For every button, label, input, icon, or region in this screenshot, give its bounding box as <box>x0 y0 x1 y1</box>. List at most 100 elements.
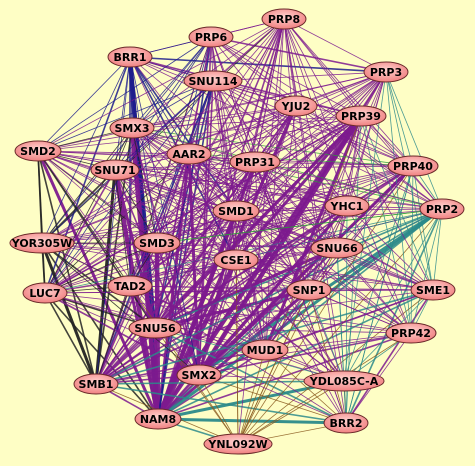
edge-PRP39-PRP31 <box>254 115 362 163</box>
node-SNP1[interactable]: SNP1 <box>286 279 332 301</box>
node-BRR1[interactable]: BRR1 <box>107 46 153 68</box>
edge-BRR1-SMB1 <box>95 56 131 385</box>
node-SNU66[interactable]: SNU66 <box>310 237 364 259</box>
node-ellipse[interactable] <box>213 249 259 271</box>
node-ellipse[interactable] <box>134 408 182 430</box>
node-SMX3[interactable]: SMX3 <box>109 117 155 139</box>
edge-PRP6-YHC1 <box>210 36 348 207</box>
node-ellipse[interactable] <box>410 279 456 301</box>
edge-PRP31-SNU56 <box>154 161 256 329</box>
edge-CSE1-MUD1 <box>235 259 266 351</box>
edge-PRP39-SME1 <box>360 115 434 291</box>
node-SMB1[interactable]: SMB1 <box>73 373 119 395</box>
node-label: SMD1 <box>218 205 254 218</box>
node-SME1[interactable]: SME1 <box>410 279 456 301</box>
node-TAD2[interactable]: TAD2 <box>107 275 153 297</box>
edge-AAR2-SME1 <box>188 153 434 291</box>
node-ellipse[interactable] <box>419 198 465 220</box>
node-ellipse[interactable] <box>90 159 140 181</box>
edge-PRP6-SNU71 <box>114 36 212 171</box>
edge-YHC1-SMB1 <box>95 205 348 385</box>
edge-TAD2-BRR2 <box>129 285 347 424</box>
node-ellipse[interactable] <box>109 117 155 139</box>
node-LUC7[interactable]: LUC7 <box>22 282 68 304</box>
node-ellipse[interactable] <box>188 26 234 48</box>
node-SMD1[interactable]: SMD1 <box>212 200 260 222</box>
node-ellipse[interactable] <box>261 8 307 30</box>
node-ellipse[interactable] <box>107 275 153 297</box>
edge-TAD2-SNP1 <box>129 285 310 291</box>
edge-SMX3-TAD2 <box>129 127 133 287</box>
edge-SMD1-MUD1 <box>235 210 266 351</box>
edge-YDL085C-A-YNL092W <box>237 380 345 445</box>
node-PRP40[interactable]: PRP40 <box>387 155 439 177</box>
node-PRP8[interactable]: PRP8 <box>261 8 307 30</box>
node-AAR2[interactable]: AAR2 <box>166 143 212 165</box>
node-ellipse[interactable] <box>363 61 409 83</box>
edge-PRP6-PRP39 <box>210 36 362 117</box>
node-label: TAD2 <box>114 280 146 293</box>
node-ellipse[interactable] <box>212 200 260 222</box>
node-ellipse[interactable] <box>176 364 222 386</box>
edge-PRP3-SMX3 <box>131 71 387 129</box>
node-YDL085C-A[interactable]: YDL085C-A <box>303 370 385 392</box>
edge-SNP1-PRP2 <box>308 208 443 291</box>
node-PRP42[interactable]: PRP42 <box>385 322 437 344</box>
node-SMX2[interactable]: SMX2 <box>176 364 222 386</box>
edge-PRP3-SME1 <box>385 71 434 291</box>
node-SNU71[interactable]: SNU71 <box>90 159 140 181</box>
nodes-layer: PRP8PRP6BRR1SNU114PRP3YJU2PRP39SMX3AAR2S… <box>9 8 465 455</box>
edge-SNU66-SMX2 <box>198 247 338 376</box>
node-ellipse[interactable] <box>286 279 332 301</box>
node-BRR2[interactable]: BRR2 <box>323 412 369 434</box>
node-SNU56[interactable]: SNU56 <box>128 317 182 339</box>
node-ellipse[interactable] <box>14 140 62 162</box>
node-PRP2[interactable]: PRP2 <box>419 198 465 220</box>
node-ellipse[interactable] <box>324 195 370 217</box>
edge-SNP1-YDL085C-A <box>308 289 345 382</box>
node-ellipse[interactable] <box>133 232 181 254</box>
node-ellipse[interactable] <box>203 433 273 455</box>
node-PRP6[interactable]: PRP6 <box>188 26 234 48</box>
node-ellipse[interactable] <box>73 373 119 395</box>
node-ellipse[interactable] <box>22 282 68 304</box>
node-YHC1[interactable]: YHC1 <box>324 195 370 217</box>
node-ellipse[interactable] <box>183 70 243 92</box>
node-ellipse[interactable] <box>241 339 289 361</box>
edge-YHC1-MUD1 <box>264 205 348 351</box>
node-ellipse[interactable] <box>303 370 385 392</box>
edge-LUC7-YDL085C-A <box>44 292 345 382</box>
node-CSE1[interactable]: CSE1 <box>213 249 259 271</box>
node-SNU114[interactable]: SNU114 <box>183 70 243 92</box>
node-SMD2[interactable]: SMD2 <box>14 140 62 162</box>
edge-BRR2-NAM8 <box>157 417 347 425</box>
node-PRP3[interactable]: PRP3 <box>363 61 409 83</box>
node-NAM8[interactable]: NAM8 <box>134 408 182 430</box>
node-label: BRR2 <box>330 417 363 430</box>
node-ellipse[interactable] <box>128 317 182 339</box>
node-YNL092W[interactable]: YNL092W <box>203 433 273 455</box>
edge-SMD1-YDL085C-A <box>235 210 345 382</box>
node-ellipse[interactable] <box>387 155 439 177</box>
node-YJU2[interactable]: YJU2 <box>274 95 318 117</box>
edge-PRP31-LUC7 <box>44 161 256 294</box>
node-PRP39[interactable]: PRP39 <box>335 105 387 127</box>
edge-PRP6-NAM8 <box>157 36 212 420</box>
edge-SMD1-PRP42 <box>235 210 412 334</box>
node-ellipse[interactable] <box>229 151 281 173</box>
node-ellipse[interactable] <box>107 46 153 68</box>
node-ellipse[interactable] <box>274 95 318 117</box>
node-PRP31[interactable]: PRP31 <box>229 151 281 173</box>
node-YOR305W[interactable]: YOR305W <box>9 232 75 254</box>
node-ellipse[interactable] <box>9 232 75 254</box>
node-label: YNL092W <box>207 438 267 451</box>
node-SMD3[interactable]: SMD3 <box>133 232 181 254</box>
node-ellipse[interactable] <box>385 322 437 344</box>
edge-SMD3-YDL085C-A <box>156 242 345 382</box>
node-ellipse[interactable] <box>166 143 212 165</box>
node-ellipse[interactable] <box>335 105 387 127</box>
node-ellipse[interactable] <box>310 237 364 259</box>
edge-SMX3-YOR305W <box>41 127 133 244</box>
node-MUD1[interactable]: MUD1 <box>241 339 289 361</box>
node-ellipse[interactable] <box>323 412 369 434</box>
